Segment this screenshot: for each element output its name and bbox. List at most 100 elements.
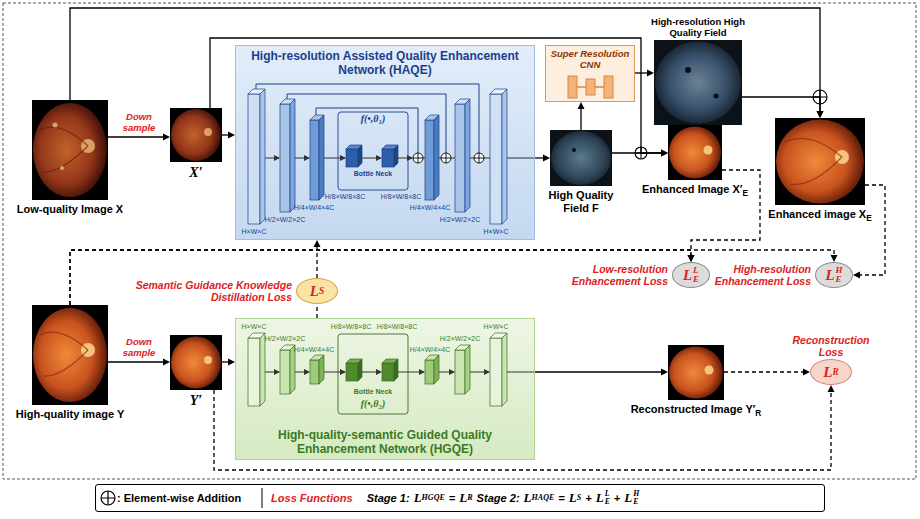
- arrowhead: [803, 369, 810, 376]
- edge-label: Down sample: [116, 111, 162, 133]
- annotation: H/8×W/8×8C: [377, 323, 417, 330]
- connector: [70, 250, 838, 305]
- superscript: H: [633, 490, 639, 498]
- panel-fill: [235, 45, 535, 240]
- legend: : Element-wise Addition: [117, 484, 241, 512]
- connector-line: [535, 371, 663, 372]
- connector: [222, 132, 235, 139]
- fundus-image: Enhanced Image X′E: [668, 125, 722, 180]
- arrowhead: [828, 385, 835, 392]
- connector-line: [70, 8, 820, 113]
- math-symbol: L: [823, 365, 832, 380]
- formula-text: Stage 1:: [367, 492, 410, 504]
- subscript: E: [836, 275, 843, 284]
- arrowhead: [647, 70, 654, 77]
- caption: Enhanced image XE: [755, 208, 885, 221]
- loss-ellipse: Reconstruction LossLR: [810, 359, 852, 385]
- network-layers: [248, 84, 535, 224]
- formula-text: +: [585, 492, 591, 504]
- connector-line: [210, 38, 663, 153]
- connector: [578, 102, 585, 130]
- annotation: H/4×W/4×4C: [294, 346, 334, 353]
- connector-line: [580, 107, 581, 130]
- index-stack: HE: [633, 490, 639, 506]
- fundus-image: Low-quality Image X: [32, 100, 108, 200]
- caption-text: High-resolution Enhancement Loss: [715, 263, 811, 287]
- caption-text: Y′: [190, 393, 203, 408]
- caption-text: Reconstructed Image Y′: [631, 403, 756, 415]
- connector-line: [108, 361, 165, 362]
- panel-fill: [235, 318, 535, 460]
- caption: Low-quality Image X: [0, 203, 140, 216]
- caption-text: High-quality image Y: [16, 408, 125, 420]
- fundus-image: [775, 118, 865, 205]
- arrowhead: [688, 255, 695, 262]
- superscript: L: [605, 490, 610, 498]
- connector: [612, 150, 668, 157]
- content: High-quality-semantic Guided Quality Enh…: [236, 428, 534, 456]
- arrowhead: [661, 369, 668, 376]
- connector: [535, 155, 550, 162]
- edge-label: Down sample: [116, 336, 162, 358]
- connector-line: [858, 185, 885, 275]
- caption: High Quality Field F: [541, 189, 621, 215]
- subscript: E: [693, 275, 699, 284]
- content: LR: [811, 360, 851, 384]
- legend-symbol: [101, 491, 115, 505]
- annotation: Bottle Neck: [354, 388, 393, 395]
- arrowhead: [228, 359, 235, 366]
- arrowhead: [688, 255, 695, 262]
- caption-text: Low-quality Image X: [17, 203, 123, 215]
- connector-line: [635, 72, 649, 73]
- annotation: H×W×C: [484, 228, 509, 235]
- formula-text: =: [558, 492, 564, 504]
- connector-line: [724, 371, 805, 372]
- fundus-image: [668, 345, 724, 400]
- connector-line: [70, 250, 834, 305]
- caption-text: Semantic Guidance Knowledge Distillation…: [136, 279, 292, 303]
- arrowhead: [853, 272, 860, 279]
- arrowhead: [314, 240, 321, 247]
- annotation: H×W×C: [242, 323, 267, 330]
- caption-text: High Quality Field F: [549, 189, 614, 214]
- caption-text: Reconstruction Loss: [792, 334, 869, 358]
- caption-text: Low-resolution Enhancement Loss: [572, 263, 668, 287]
- network-panel: High-resolution Assisted Quality Enhance…: [235, 45, 535, 240]
- caption: High-resolution Enhancement Loss: [711, 263, 811, 287]
- formula-text: =: [449, 492, 455, 504]
- connector-line: [214, 390, 831, 470]
- annotation: H×W×C: [242, 228, 267, 235]
- content: LHE: [816, 263, 852, 287]
- annotation: H/8×W/8×8C: [325, 193, 365, 200]
- fundus-image: Enhanced image XE: [775, 118, 865, 205]
- annotation: H/2×W/2×2C: [265, 335, 305, 342]
- arrowhead: [817, 111, 824, 118]
- formula-text: Stage 2:: [477, 492, 520, 504]
- fundus-image: Reconstructed Image Y′R: [668, 345, 724, 400]
- caption: High-resolution High Quality Field: [642, 16, 754, 38]
- caption: Y′: [181, 393, 211, 408]
- arrowhead: [543, 155, 550, 162]
- subscript: E: [633, 498, 639, 506]
- annotation: H/2×W/2×2C: [440, 335, 480, 342]
- connector: [317, 304, 318, 318]
- annotation: H/8×W/8×8C: [381, 193, 421, 200]
- math-symbol: L: [825, 268, 834, 283]
- field-image: [654, 40, 742, 125]
- legend-text: : Element-wise Addition: [117, 492, 241, 504]
- annotation: H/4×W/4×4C: [294, 204, 334, 211]
- caption-text: High-resolution High Quality Field: [651, 16, 745, 38]
- arrowhead: [661, 150, 668, 157]
- connector: [742, 97, 824, 118]
- annotation: H/8×W/8×8C: [331, 323, 371, 330]
- content: Super Resolution CNN: [548, 48, 632, 74]
- arrowhead: [163, 134, 170, 141]
- connector-line: [612, 152, 663, 153]
- annotation: Bottle Neck: [354, 170, 393, 177]
- content: LLE: [673, 263, 709, 287]
- subscript: E: [742, 189, 748, 198]
- content: High-resolution Assisted Quality Enhance…: [236, 49, 534, 77]
- math-symbol: L: [624, 490, 632, 506]
